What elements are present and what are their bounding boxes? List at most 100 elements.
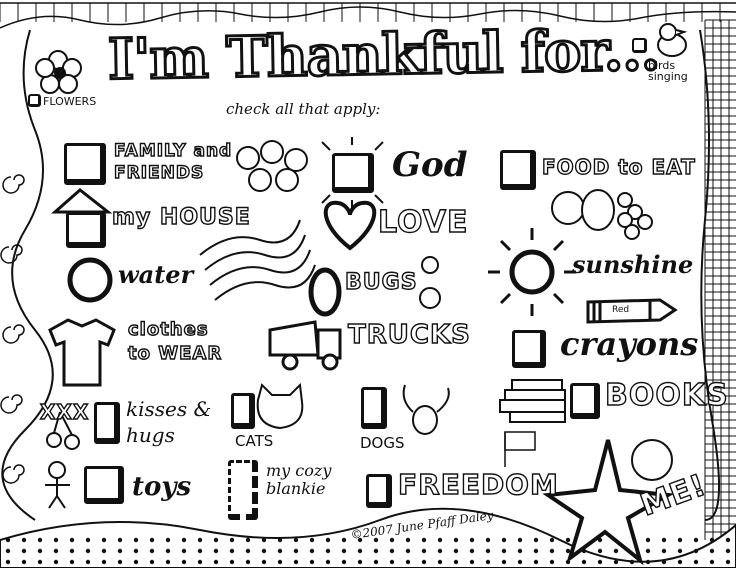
ground-dot xyxy=(373,537,379,543)
ground-dot xyxy=(421,559,427,565)
ground-dot xyxy=(469,548,475,554)
checkbox-freedom[interactable] xyxy=(366,474,392,508)
ground-dot xyxy=(709,559,715,565)
label-toys: toys xyxy=(132,472,192,502)
label-trucks: TRUCKS xyxy=(347,319,471,350)
label-house: my HOUSE xyxy=(111,204,251,230)
subtitle: check all that apply: xyxy=(226,100,381,118)
ground-dot xyxy=(21,559,27,565)
ground-dot xyxy=(533,559,539,565)
ground-dot xyxy=(213,559,219,565)
ground-dot xyxy=(261,548,267,554)
checkbox-family[interactable] xyxy=(64,143,106,185)
ground-dot xyxy=(181,537,187,543)
sun-icon xyxy=(488,228,576,316)
crayon-icon xyxy=(586,298,678,324)
checkbox-dogs[interactable] xyxy=(361,387,387,429)
ground-dot xyxy=(725,548,731,554)
checkbox-food[interactable] xyxy=(500,150,536,190)
checkbox-flowers[interactable] xyxy=(28,94,41,107)
ground-dot xyxy=(501,537,507,543)
ground-dot xyxy=(581,559,587,565)
ground-dot xyxy=(453,559,459,565)
checkbox-blankie[interactable] xyxy=(228,460,258,520)
label-kisses: kisses & hugs xyxy=(126,397,212,447)
checkbox-kisses[interactable] xyxy=(94,402,120,444)
ground-dot xyxy=(213,548,219,554)
label-birds: birds singing xyxy=(648,59,688,83)
label-books: BOOKS xyxy=(604,377,729,413)
ground-dot xyxy=(341,548,347,554)
ground-dot xyxy=(5,548,11,554)
heart-icon xyxy=(323,200,377,251)
ground-dot xyxy=(469,559,475,565)
ground-dot xyxy=(5,537,11,543)
checkbox-birds[interactable] xyxy=(632,38,647,53)
ground-dot xyxy=(597,548,603,554)
checkbox-cats[interactable] xyxy=(231,393,255,429)
ground-dot xyxy=(373,548,379,554)
ground-dot xyxy=(53,559,59,565)
ground-dot xyxy=(373,559,379,565)
star-icon xyxy=(542,439,675,566)
ground-dot xyxy=(501,548,507,554)
checkbox-crayons[interactable] xyxy=(512,330,546,368)
bird-icon xyxy=(657,23,688,57)
bug-egg-checkbox xyxy=(308,267,342,317)
books-icon xyxy=(499,379,566,423)
checkbox-house[interactable] xyxy=(66,212,106,248)
page-title: I'm Thankful for... xyxy=(106,16,661,95)
ground-dot xyxy=(117,537,123,543)
ground-dot xyxy=(421,548,427,554)
dog-icon xyxy=(402,384,450,435)
checkbox-toys[interactable] xyxy=(84,466,124,504)
house-roof-icon xyxy=(51,188,113,214)
ground-dot xyxy=(69,559,75,565)
ground-dot xyxy=(21,548,27,554)
ground-dot xyxy=(229,548,235,554)
me-face-icon xyxy=(631,439,673,481)
ground-dot xyxy=(69,548,75,554)
ground-dot xyxy=(37,559,43,565)
ground-dot xyxy=(309,559,315,565)
ground-dot xyxy=(485,537,491,543)
ground-dot xyxy=(661,537,667,543)
bug-icon xyxy=(419,256,441,309)
ground-dot xyxy=(69,537,75,543)
ground-dot xyxy=(85,548,91,554)
ground-dot xyxy=(165,559,171,565)
label-sunshine: sunshine xyxy=(572,250,694,279)
ground-dot xyxy=(517,537,523,543)
ground-dot xyxy=(517,559,523,565)
ground-dot xyxy=(293,548,299,554)
ground-dot xyxy=(37,537,43,543)
ground-dot xyxy=(53,548,59,554)
ground-dot xyxy=(677,548,683,554)
ground-dot xyxy=(165,537,171,543)
ground-dot xyxy=(645,537,651,543)
ground-dot xyxy=(485,559,491,565)
ground-dot xyxy=(149,559,155,565)
ground-dot xyxy=(725,559,731,565)
ground-dot xyxy=(421,537,427,543)
checkbox-god[interactable] xyxy=(332,153,374,193)
ground-dot xyxy=(133,559,139,565)
ground-dot xyxy=(325,559,331,565)
label-blankie: my cozy blankie xyxy=(266,461,332,498)
ground-dot xyxy=(693,559,699,565)
ground-dot xyxy=(709,548,715,554)
ground-dot xyxy=(277,537,283,543)
ground-dot xyxy=(149,537,155,543)
ground-dot xyxy=(101,548,107,554)
kisses-xxx: XXX xyxy=(39,399,90,424)
ground-dot xyxy=(533,537,539,543)
ground-dot xyxy=(437,537,443,543)
ground-dot xyxy=(661,559,667,565)
ground-dot xyxy=(549,537,555,543)
ground-dot xyxy=(453,537,459,543)
crayon-color-label: Red xyxy=(612,305,630,315)
ground-dot xyxy=(325,548,331,554)
ground-dot xyxy=(709,537,715,543)
checkbox-books[interactable] xyxy=(570,383,600,419)
